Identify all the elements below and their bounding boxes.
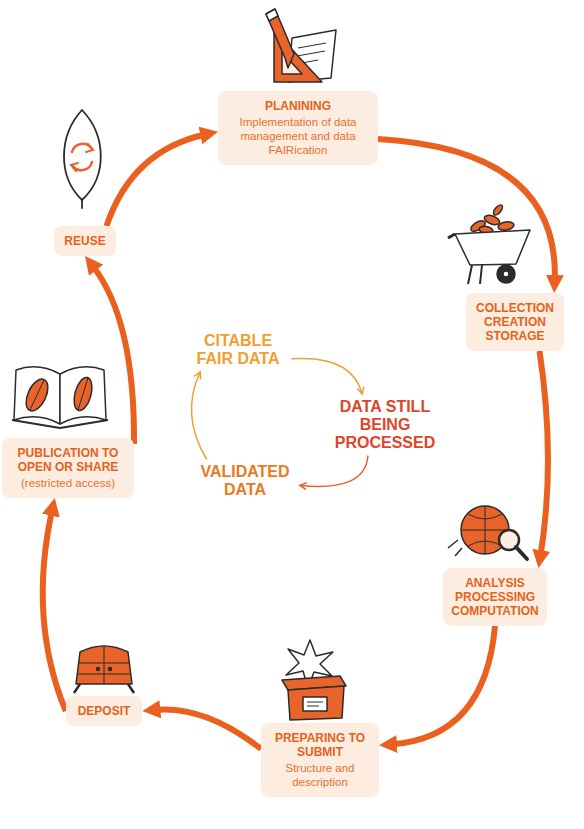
chest-illustration (76, 646, 132, 684)
book-illustration (60, 367, 106, 424)
book-illustration (12, 420, 108, 428)
chest-illustration (77, 647, 131, 684)
box-flower-illustration (288, 686, 344, 720)
cycle-arrow (107, 134, 207, 226)
wheelbarrow-illustration (492, 203, 504, 216)
book-illustration (22, 376, 53, 414)
planning-illustration (266, 9, 336, 82)
node-title: ANALYSIS PROCESSING COMPUTATION (451, 576, 539, 618)
cycle-arrow (43, 510, 66, 711)
leaf-cycle-illustration (72, 162, 92, 170)
reuse-box: REUSE (54, 226, 115, 256)
chest-illustration (74, 646, 134, 693)
chest-illustration (74, 684, 134, 693)
node-title: CITABLE FAIR DATA (188, 332, 288, 368)
analysis-box: ANALYSIS PROCESSING COMPUTATION (443, 568, 547, 626)
preparing-box: PREPARING TO SUBMITStructure and descrip… (261, 723, 379, 797)
node-title: COLLECTION CREATION STORAGE (476, 301, 554, 343)
book-illustration (14, 367, 60, 424)
node-description: Structure and description (269, 761, 371, 789)
collection-box: COLLECTION CREATION STORAGE (466, 293, 564, 351)
book-illustration (78, 378, 88, 410)
planning-box: PLANINING Implementation of data manageme… (218, 91, 378, 165)
node-description: Implementation of data management and da… (226, 115, 370, 157)
chest-illustration (97, 668, 100, 671)
wheelbarrow-illustration (468, 265, 482, 284)
globe-magnifier-illustration (448, 540, 462, 556)
node-title: PREPARING TO SUBMIT (269, 731, 371, 759)
deposit-box: DEPOSIT (66, 696, 143, 726)
box-flower-illustration (303, 697, 327, 711)
node-title: VALIDATED DATA (194, 463, 296, 499)
wheelbarrow-illustration (448, 234, 455, 238)
state-label: CITABLE FAIR DATA (184, 328, 292, 372)
wheelbarrow-illustration (455, 230, 530, 265)
book-illustration (71, 376, 95, 413)
cycle-arrow (540, 351, 548, 556)
wheelbarrow-illustration (483, 214, 501, 227)
node-title: PUBLICATION TO OPEN OR SHARE (10, 446, 126, 474)
leaf-cycle-illustration (86, 144, 93, 152)
node-title: REUSE (64, 234, 105, 248)
wheelbarrow-illustration (497, 265, 515, 283)
node-title: DEPOSIT (78, 704, 131, 718)
book-illustration (12, 367, 108, 428)
state-label: VALIDATED DATA (190, 459, 300, 503)
chest-illustration (109, 668, 112, 671)
leaf-cycle-illustration (71, 163, 78, 171)
leaf-cycle-illustration (81, 200, 83, 208)
planning-illustration (266, 9, 294, 68)
cycle-arrow (300, 456, 368, 486)
wheelbarrow-illustration (497, 221, 514, 232)
node-title: PLANINING (226, 99, 370, 113)
globe-magnifier-illustration (516, 547, 527, 559)
cycle-arrow (92, 266, 134, 445)
cycle-arrow (391, 626, 495, 744)
leaf-cycle-illustration (64, 110, 101, 200)
wheelbarrow-illustration (448, 203, 530, 284)
cycle-arrow (154, 709, 261, 748)
book-illustration (30, 380, 44, 410)
node-description: (restricted access) (10, 476, 126, 490)
box-flower-illustration (282, 640, 346, 720)
wheelbarrow-illustration (503, 271, 509, 277)
globe-magnifier-illustration (448, 506, 527, 559)
cycle-arrow (191, 372, 206, 459)
cycle-arrow (292, 358, 362, 394)
state-label: DATA STILL BEING PROCESSED (328, 394, 442, 456)
leaf-cycle-illustration (72, 144, 92, 152)
box-flower-illustration (307, 702, 323, 706)
planning-illustration (266, 9, 278, 21)
leaf-cycle-illustration (64, 110, 101, 208)
publication-box: PUBLICATION TO OPEN OR SHARE (restricted … (2, 438, 134, 498)
node-title: DATA STILL BEING PROCESSED (332, 398, 438, 452)
cycle-arrow (378, 139, 555, 281)
